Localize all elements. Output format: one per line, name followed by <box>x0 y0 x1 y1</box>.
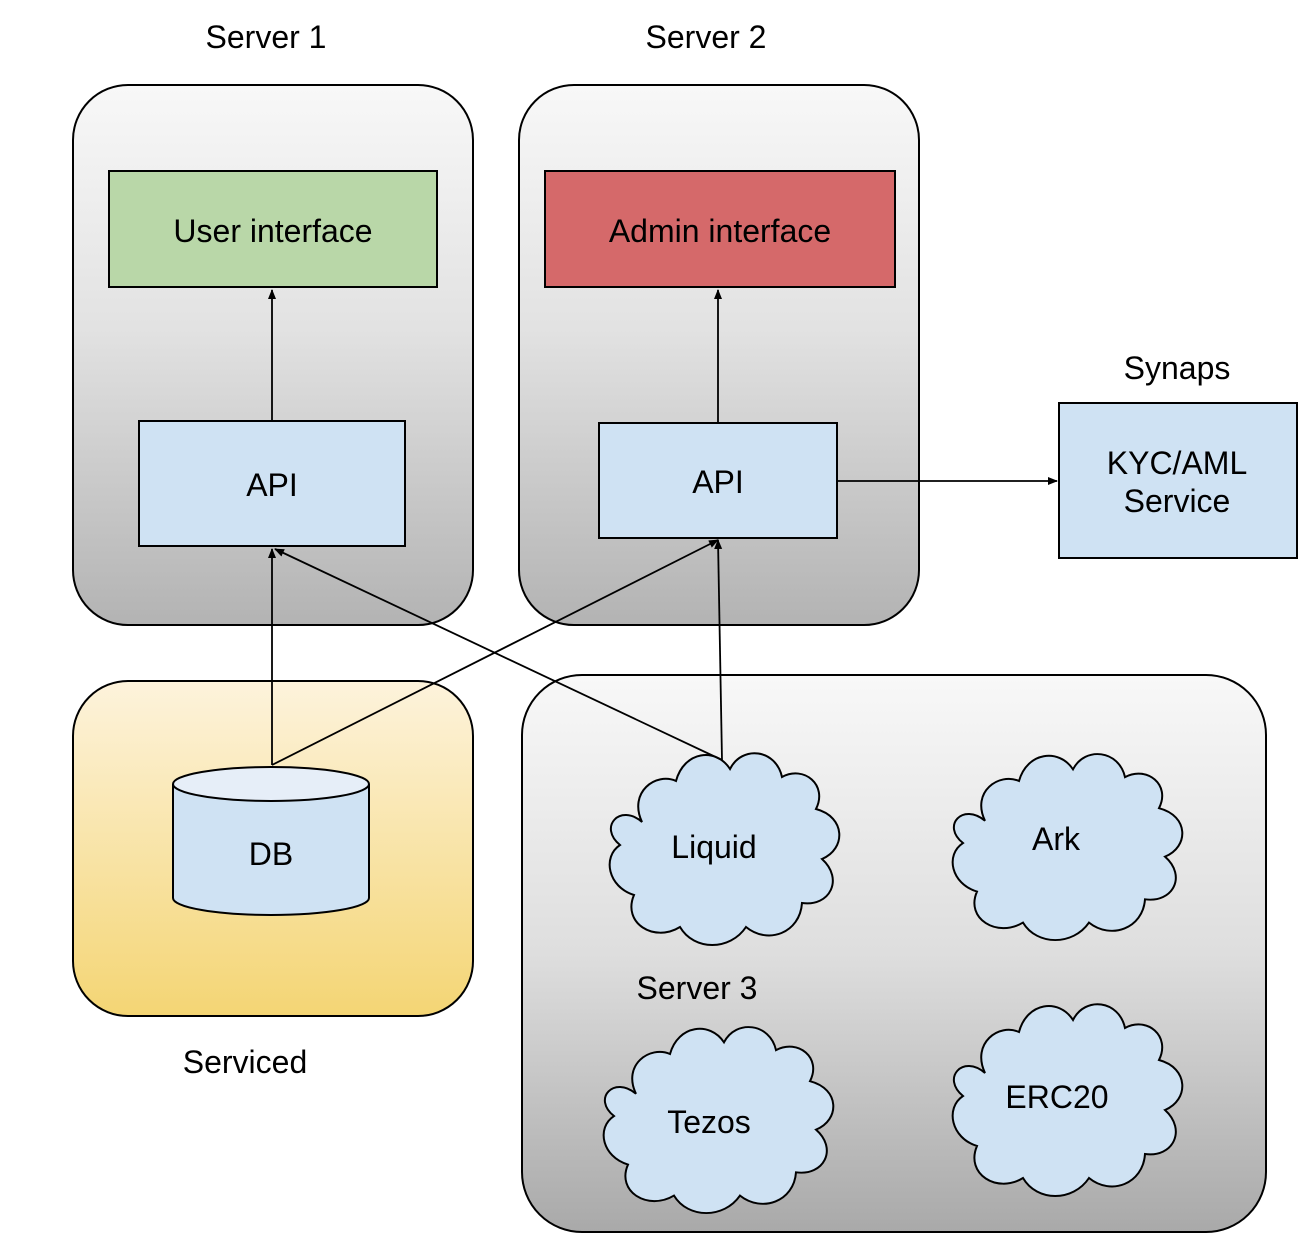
kyc-aml-service-box <box>1058 402 1298 559</box>
db-label: DB <box>249 836 293 872</box>
kyc-aml-label-line1: KYC/AML <box>1107 445 1247 481</box>
serviced-label: Serviced <box>183 1044 308 1080</box>
api2-label: API <box>692 464 744 500</box>
db-cylinder-body <box>172 784 370 916</box>
liquid-label: Liquid <box>671 829 756 865</box>
synaps-label: Synaps <box>1124 350 1231 386</box>
kyc-aml-label-line2: Service <box>1124 483 1231 519</box>
server2-label: Server 2 <box>646 19 767 55</box>
arrow-liquid-to-api2 <box>714 539 723 761</box>
user-interface-label: User interface <box>173 213 372 249</box>
tezos-label: Tezos <box>667 1104 751 1140</box>
server3-label: Server 3 <box>637 970 758 1006</box>
server1-label: Server 1 <box>206 19 327 55</box>
api2-box <box>598 422 838 539</box>
erc20-label: ERC20 <box>1005 1079 1108 1115</box>
api1-box <box>138 420 406 547</box>
db-cylinder <box>172 766 370 916</box>
db-cylinder-top <box>172 766 370 802</box>
admin-interface-box <box>544 170 896 288</box>
arrow-liquid-to-api1 <box>274 548 723 761</box>
server2-container <box>518 84 920 626</box>
ark-label: Ark <box>1032 821 1081 857</box>
api1-label: API <box>246 467 298 503</box>
admin-interface-label: Admin interface <box>609 213 831 249</box>
user-interface-box <box>108 170 438 288</box>
